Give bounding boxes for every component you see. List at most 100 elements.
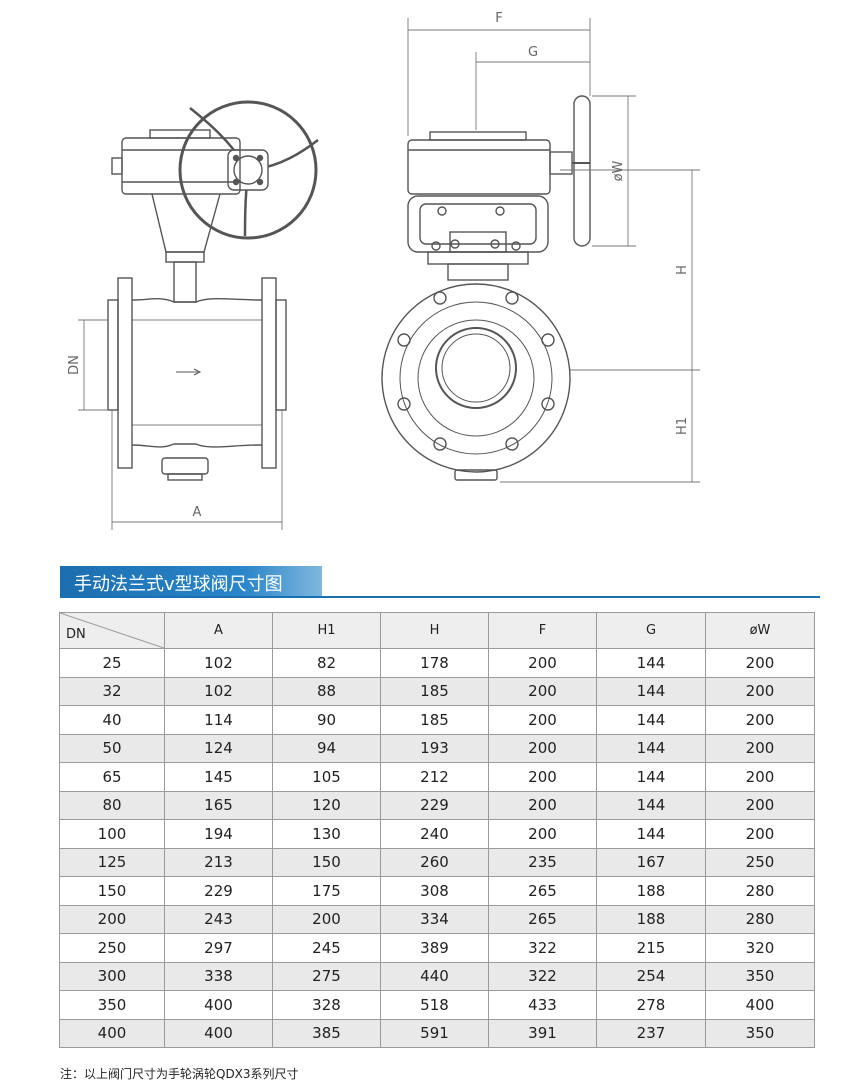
table-cell: 144 bbox=[596, 676, 706, 706]
table-cell: 200 bbox=[488, 676, 597, 706]
table-cell: 193 bbox=[380, 733, 489, 763]
table-cell: 280 bbox=[705, 904, 815, 934]
table-cell: 385 bbox=[272, 1018, 381, 1048]
table-cell: 245 bbox=[272, 933, 381, 963]
table-cell: 144 bbox=[596, 733, 706, 763]
table-cell: 124 bbox=[164, 733, 273, 763]
table-cell-dn: 32 bbox=[59, 676, 165, 706]
table-cell: 240 bbox=[380, 819, 489, 849]
table-cell-dn: 100 bbox=[59, 819, 165, 849]
table-cell: 518 bbox=[380, 990, 489, 1020]
table-cell: 215 bbox=[596, 933, 706, 963]
table-cell: 200 bbox=[705, 648, 815, 678]
front-view bbox=[107, 100, 319, 481]
table-cell: 185 bbox=[380, 705, 489, 735]
table-cell: 250 bbox=[705, 847, 815, 877]
table-cell-dn: 400 bbox=[59, 1018, 165, 1048]
table-cell: 188 bbox=[596, 876, 706, 906]
table-cell: 120 bbox=[272, 790, 381, 820]
dim-label-h: H bbox=[675, 265, 690, 275]
column-header-w: øW bbox=[705, 612, 815, 649]
dim-label-a: A bbox=[193, 505, 202, 520]
side-view bbox=[381, 95, 591, 481]
table-cell: 433 bbox=[488, 990, 597, 1020]
table-cell: 229 bbox=[164, 876, 273, 906]
column-header-a: A bbox=[164, 612, 273, 649]
table-cell: 144 bbox=[596, 819, 706, 849]
table-cell: 350 bbox=[705, 1018, 815, 1048]
table-cell-dn: 40 bbox=[59, 705, 165, 735]
table-cell: 229 bbox=[380, 790, 489, 820]
table-cell: 265 bbox=[488, 904, 597, 934]
table-cell: 200 bbox=[488, 819, 597, 849]
table-cell: 102 bbox=[164, 648, 273, 678]
table-cell-dn: 80 bbox=[59, 790, 165, 820]
table-cell: 82 bbox=[272, 648, 381, 678]
dim-label-h1: H1 bbox=[675, 417, 690, 435]
column-header-f: F bbox=[488, 612, 597, 649]
diagonal-divider bbox=[60, 613, 164, 648]
table-cell: 235 bbox=[488, 847, 597, 877]
table-cell: 200 bbox=[488, 790, 597, 820]
column-header-h1: H1 bbox=[272, 612, 381, 649]
table-cell: 200 bbox=[488, 733, 597, 763]
dim-label-g: G bbox=[528, 45, 538, 60]
table-cell: 200 bbox=[488, 648, 597, 678]
footnote: 注：以上阀门尺寸为手轮涡轮QDX3系列尺寸 bbox=[60, 1067, 299, 1081]
table-cell: 260 bbox=[380, 847, 489, 877]
table-cell: 322 bbox=[488, 961, 597, 991]
table-cell: 254 bbox=[596, 961, 706, 991]
table-cell: 297 bbox=[164, 933, 273, 963]
table-cell: 90 bbox=[272, 705, 381, 735]
table-cell: 338 bbox=[164, 961, 273, 991]
table-cell: 145 bbox=[164, 762, 273, 792]
table-cell: 200 bbox=[705, 790, 815, 820]
table-cell: 200 bbox=[488, 705, 597, 735]
table-cell-dn: 150 bbox=[59, 876, 165, 906]
table-cell: 144 bbox=[596, 705, 706, 735]
table-cell: 400 bbox=[164, 1018, 273, 1048]
table-cell-dn: 200 bbox=[59, 904, 165, 934]
table-header-row: DN A H1 H F G øW bbox=[59, 612, 815, 649]
table-cell: 322 bbox=[488, 933, 597, 963]
table-cell-dn: 350 bbox=[59, 990, 165, 1020]
table-cell: 188 bbox=[596, 904, 706, 934]
table-cell: 265 bbox=[488, 876, 597, 906]
title-underline bbox=[60, 596, 820, 598]
table-cell: 167 bbox=[596, 847, 706, 877]
table-cell: 213 bbox=[164, 847, 273, 877]
table-cell: 389 bbox=[380, 933, 489, 963]
table-cell: 194 bbox=[164, 819, 273, 849]
table-cell: 334 bbox=[380, 904, 489, 934]
table-cell: 200 bbox=[705, 819, 815, 849]
table-cell: 200 bbox=[705, 676, 815, 706]
table-cell: 144 bbox=[596, 762, 706, 792]
table-cell: 144 bbox=[596, 790, 706, 820]
table-cell: 237 bbox=[596, 1018, 706, 1048]
table-cell: 212 bbox=[380, 762, 489, 792]
table-cell: 200 bbox=[705, 733, 815, 763]
table-cell: 440 bbox=[380, 961, 489, 991]
table-cell: 178 bbox=[380, 648, 489, 678]
table-cell: 165 bbox=[164, 790, 273, 820]
table-cell: 391 bbox=[488, 1018, 597, 1048]
corner-label-dn: DN bbox=[66, 627, 86, 642]
table-cell: 200 bbox=[272, 904, 381, 934]
table-cell: 130 bbox=[272, 819, 381, 849]
dimension-lines bbox=[78, 18, 700, 530]
valve-technical-drawing: F G øW H H1 DN A bbox=[67, 11, 700, 530]
